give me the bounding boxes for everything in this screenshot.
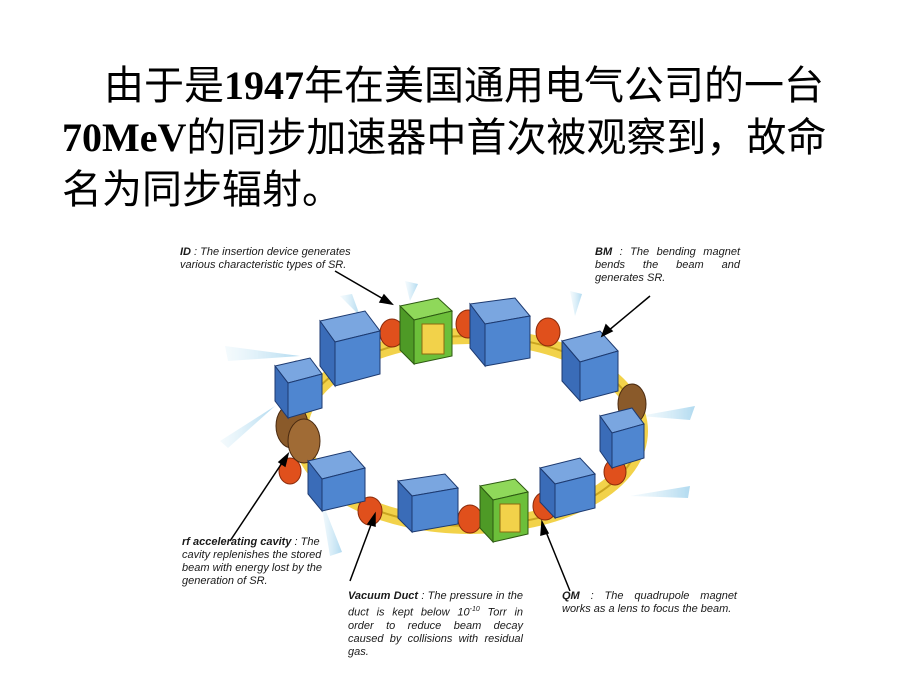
caption-insertion-device: ID : The insertion device generates vari… [180, 246, 355, 272]
bending-magnets [274, 297, 645, 534]
bending-magnet [599, 407, 645, 470]
arrow-head [277, 451, 290, 468]
arrow-rf [229, 453, 289, 542]
caption-key: rf accelerating cavity [182, 536, 292, 548]
bending-magnet [396, 473, 459, 534]
caption-text: Torr in order to reduce beam decay cause… [348, 606, 523, 658]
caption-text: : The quadrupole magnet works as a lens … [562, 590, 737, 615]
storage-ring-diagram [220, 270, 695, 592]
caption-key: BM [595, 246, 613, 258]
bending-magnet [274, 357, 323, 420]
sr-beam [320, 496, 342, 556]
caption-key: QM [562, 590, 580, 602]
insertion-device [479, 478, 529, 544]
sr-beam [340, 294, 360, 316]
bending-magnet [469, 297, 531, 368]
storage-ring-figure: ID : The insertion device generates vari… [170, 236, 770, 676]
sr-beam [640, 406, 695, 420]
text-segment: 的同步加速器中首次被观察到，故命 [186, 115, 827, 161]
bending-magnet [561, 330, 619, 403]
sr-beam [220, 406, 275, 448]
caption-text: : The insertion device generates various… [180, 246, 351, 271]
qm-ring [457, 504, 483, 534]
arrow-head [540, 519, 550, 537]
arrow-head [366, 511, 376, 527]
caption-text: : The bending magnet bends the beam and … [595, 246, 740, 284]
rf-cavity [287, 418, 321, 464]
energy-value: 70MeV [62, 115, 187, 160]
paragraph-line-3: 名为同步辐射。 [62, 167, 342, 213]
caption-text: : The pressure in the duct is kept below… [348, 590, 523, 619]
caption-rf-cavity: rf accelerating cavity : The cavity repl… [182, 536, 332, 588]
caption-vacuum-duct: Vacuum Duct : The pressure in the duct i… [348, 590, 523, 659]
caption-quadrupole-magnet: QM : The quadrupole magnet works as a le… [562, 590, 737, 616]
bending-magnet [539, 457, 596, 520]
arrow-head [600, 323, 614, 338]
caption-superscript: -10 [469, 606, 480, 613]
bending-magnet [307, 450, 366, 513]
qm-ring [535, 317, 561, 347]
insertion-devices [398, 297, 529, 544]
sr-beam [630, 486, 690, 498]
arrow-head [378, 293, 394, 306]
caption-bending-magnet: BM : The bending magnet bends the beam a… [595, 246, 740, 285]
sr-beam [570, 291, 582, 316]
bending-magnet [319, 310, 381, 388]
text-segment: 年在美国通用电气公司的一台 [304, 63, 824, 109]
sr-beam [405, 281, 418, 301]
text-segment: 由于是 [104, 63, 224, 109]
caption-text: : The cavity replenishes the stored beam… [182, 536, 323, 587]
sr-beams [220, 281, 695, 556]
year-number: 1947 [224, 63, 304, 108]
paragraph-line-2: 70MeV的同步加速器中首次被观察到，故命 [62, 112, 862, 164]
paragraph-line-1: 由于是1947年在美国通用电气公司的一台 [62, 60, 862, 112]
callout-arrows [229, 270, 651, 592]
insertion-device [398, 297, 454, 366]
slide-paragraph: 由于是1947年在美国通用电气公司的一台 70MeV的同步加速器中首次被观察到，… [62, 60, 862, 216]
sr-beam [225, 346, 300, 361]
caption-key: ID [180, 246, 191, 258]
caption-key: Vacuum Duct [348, 590, 419, 602]
